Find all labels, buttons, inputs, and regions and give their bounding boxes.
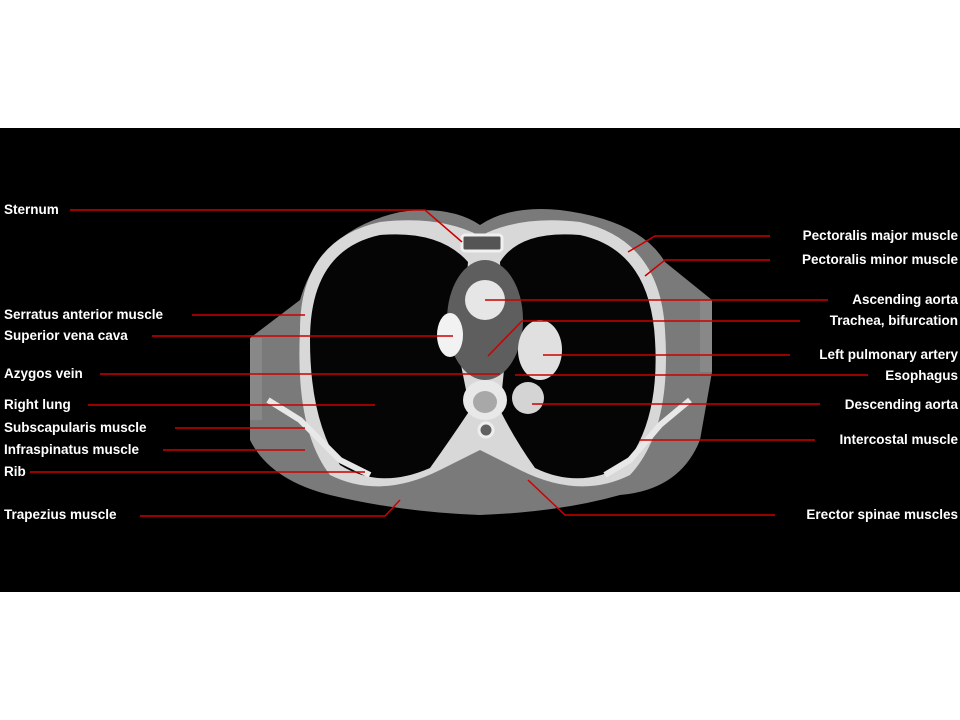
right-scapula [266,397,372,478]
label-infraspinatus: Infraspinatus muscle [4,442,140,457]
vertebra-inner [473,391,497,413]
label-subscapularis: Subscapularis muscle [4,420,147,435]
label-rib: Rib [4,464,26,479]
label-right-lung: Right lung [4,397,71,412]
descending-aorta [512,382,544,414]
label-azygos-vein: Azygos vein [4,366,83,381]
label-ascending-aorta: Ascending aorta [852,292,958,307]
label-serratus-anterior: Serratus anterior muscle [4,307,164,322]
left-lung [500,234,656,479]
leader-trapezius [140,499,401,517]
label-trachea: Trachea, bifurcation [829,313,958,328]
left-pulmonary-artery [518,320,562,380]
label-pectoralis-minor: Pectoralis minor muscle [801,252,958,267]
label-trapezius: Trapezius muscle [4,507,117,522]
label-esophagus: Esophagus [885,368,958,383]
right-arm [250,338,262,420]
leader-trachea [487,320,800,357]
label-left-pulmonary-artery: Left pulmonary artery [819,347,958,362]
left-scapula [603,397,692,478]
label-descending-aorta: Descending aorta [844,397,958,412]
sternum-bone [460,233,504,253]
label-superior-vena-cava: Superior vena cava [4,328,128,343]
label-pectoralis-major: Pectoralis major muscle [802,228,958,243]
leader-sternum [70,209,463,243]
label-erector-spinae: Erector spinae muscles [806,507,958,522]
spinal-canal [477,421,495,439]
ct-body [250,209,712,515]
label-sternum: Sternum [4,202,59,217]
label-intercostal: Intercostal muscle [839,432,958,447]
leader-pec-minor [644,259,770,277]
leader-lines [30,209,868,517]
left-arm [700,300,712,372]
leader-erector [527,479,775,516]
superior-vena-cava [437,313,463,357]
right-lung [310,234,470,479]
leader-pec-major [627,235,770,253]
